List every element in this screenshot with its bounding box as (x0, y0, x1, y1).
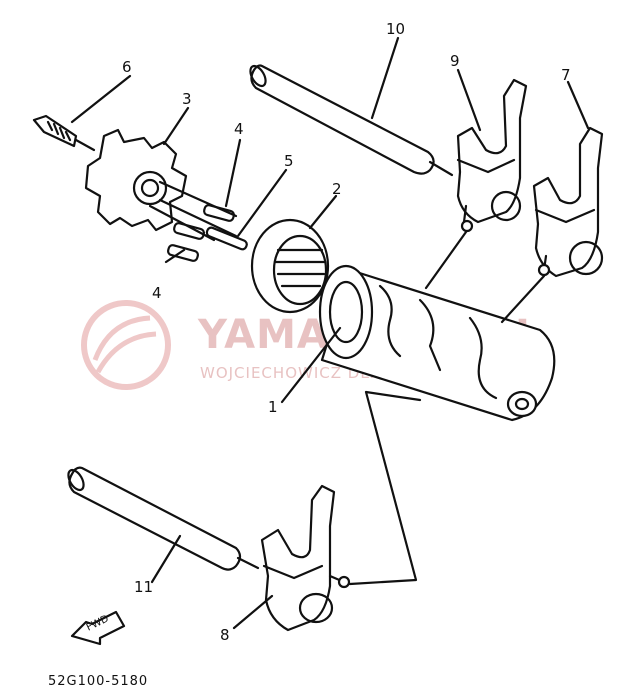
callout-8: 8 (220, 626, 230, 644)
shift-fork-9 (456, 78, 528, 233)
callout-3: 3 (182, 90, 192, 108)
fwd-arrow-icon (70, 610, 126, 646)
callout-10: 10 (386, 20, 406, 38)
callout-6: 6 (122, 58, 132, 76)
callout-1: 1 (268, 398, 278, 416)
callout-4-lower: 4 (152, 284, 162, 302)
callout-4-upper: 4 (234, 120, 244, 138)
callout-5: 5 (284, 152, 294, 170)
shift-fork-8 (260, 484, 351, 632)
callout-9: 9 (450, 52, 460, 70)
bolt-6 (32, 114, 96, 152)
callout-7: 7 (561, 66, 571, 84)
callout-2: 2 (332, 180, 342, 198)
shift-drum-1 (318, 264, 556, 422)
shift-drum-segment-3 (84, 128, 188, 232)
callout-11: 11 (134, 578, 154, 596)
reference-code: 52G100-5180 (48, 674, 149, 689)
shift-fork-7 (532, 126, 604, 278)
shift-fork-guide-bar-10 (249, 64, 454, 177)
bearing-2 (250, 218, 330, 314)
pin-5 (205, 226, 248, 251)
shift-fork-guide-bar-11 (67, 466, 260, 571)
